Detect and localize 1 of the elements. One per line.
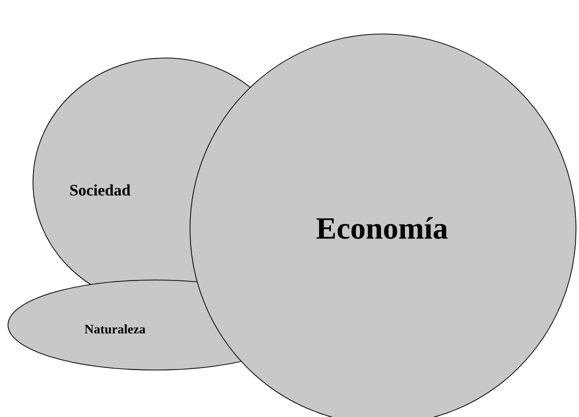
node-label: Naturaleza bbox=[84, 324, 146, 334]
